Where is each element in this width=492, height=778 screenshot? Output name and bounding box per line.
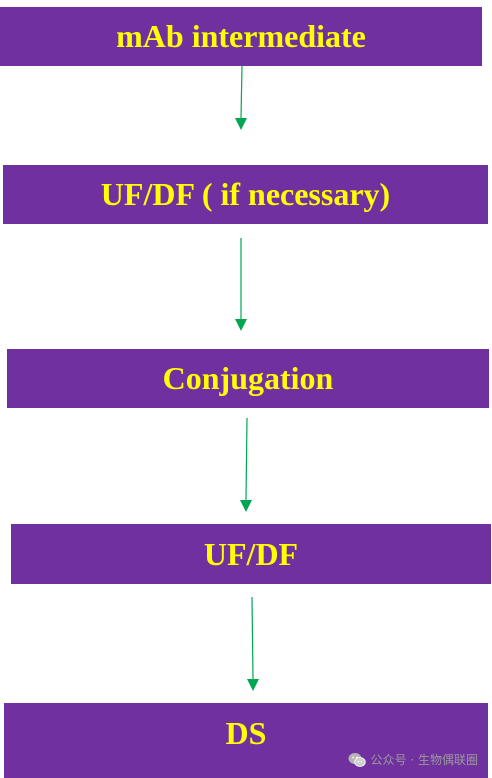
arrow-4: [247, 596, 259, 691]
wechat-icon: [348, 752, 366, 768]
step-ds: DS: [4, 703, 488, 778]
step-conjugation: Conjugation: [7, 349, 489, 408]
step-label: Conjugation: [162, 360, 334, 396]
step-mab-intermediate: mAb intermediate: [0, 7, 482, 66]
watermark: 公众号 · 生物偶联圈: [348, 751, 478, 768]
step-label: UF/DF: [203, 535, 299, 572]
step-label: mAb intermediate: [116, 18, 366, 54]
arrow-3: [240, 417, 252, 512]
step-label: UF/DF ( if necessary): [100, 176, 391, 212]
watermark-text: 公众号 · 生物偶联圈: [370, 753, 478, 767]
arrow-1: [235, 65, 247, 130]
step-label: DS: [225, 715, 267, 751]
arrow-2: [235, 238, 247, 331]
step-ufdf-optional: UF/DF ( if necessary): [3, 165, 488, 224]
step-ufdf: UF/DF: [11, 524, 491, 584]
